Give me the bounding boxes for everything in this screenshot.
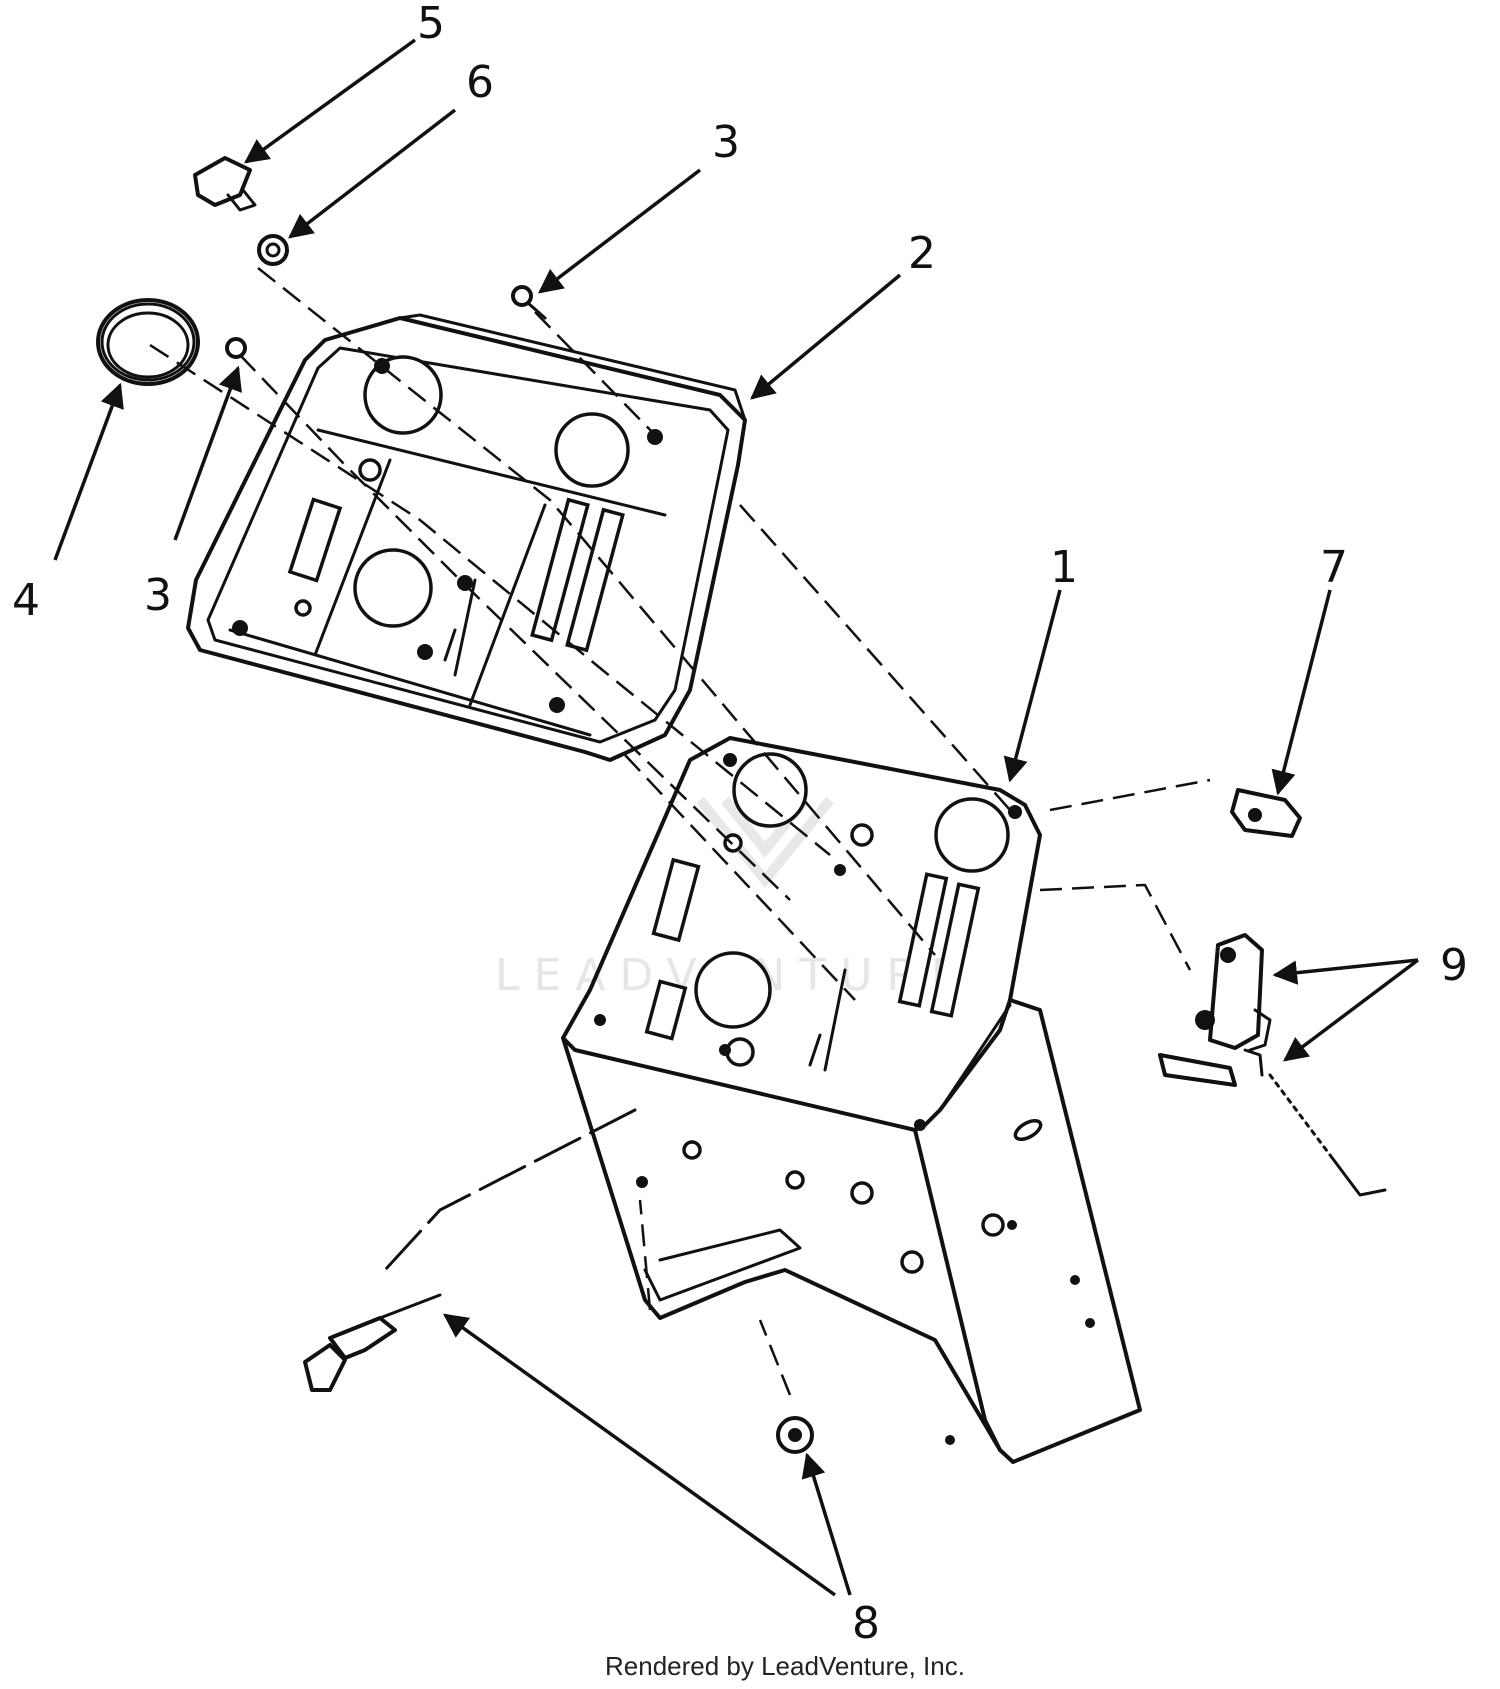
callout-8: 8	[852, 1598, 880, 1649]
callout-2: 2	[908, 228, 936, 279]
part-9-ignition-switch	[1158, 933, 1272, 1087]
part-2-dash-panel	[186, 313, 747, 762]
part-9-key-wire	[1268, 1073, 1387, 1197]
leader-arrows	[53, 38, 1420, 1597]
credit-text: Rendered by LeadVenture, Inc.	[605, 1651, 965, 1681]
callout-6: 6	[466, 57, 494, 108]
part-8-nut	[776, 1416, 814, 1454]
callout-7: 7	[1320, 542, 1348, 593]
part-5-knob	[193, 156, 257, 212]
part-3-screw-a	[511, 285, 547, 320]
callout-labels: 5 6 3 2 4 3 1 7 9 8	[12, 0, 1468, 1649]
part-8-choke-cable	[303, 1108, 637, 1392]
callout-4: 4	[12, 575, 40, 626]
part-3-screw-b	[225, 337, 247, 359]
callout-3-left: 3	[144, 570, 172, 621]
callout-1: 1	[1050, 542, 1078, 593]
part-4-trim-ring	[96, 298, 200, 386]
part-1-console-bracket	[561, 736, 1142, 1464]
callout-9: 9	[1440, 940, 1468, 991]
alignment-lines	[149, 267, 1211, 1396]
part-6-washer	[257, 234, 289, 266]
part-7-plug	[1230, 788, 1302, 838]
callout-3-top: 3	[712, 117, 740, 168]
callout-5: 5	[417, 0, 445, 49]
